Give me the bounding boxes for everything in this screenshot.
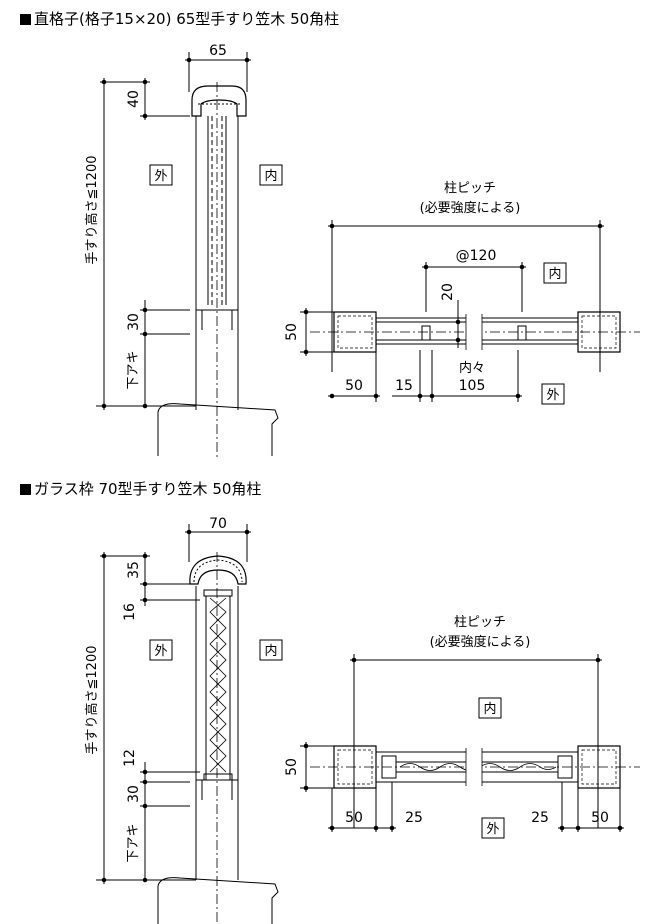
s1-inner-label: 内々 bbox=[459, 360, 485, 376]
s1-pitch-label: 柱ピッチ bbox=[444, 181, 496, 196]
s2-cap-dim: 35 bbox=[126, 561, 142, 579]
s2-gap-label: 下アキ bbox=[126, 823, 141, 862]
s2-height-label: 手すり高さ≦1200 bbox=[84, 646, 100, 755]
s1-width-dim: 65 bbox=[209, 43, 227, 59]
section2-title: ガラス枠 70型手すり笠木 50角柱 bbox=[20, 478, 261, 499]
s1-bar-dim: 20 bbox=[440, 283, 456, 301]
s2-bottom-dim: 30 bbox=[126, 785, 142, 803]
s2-width-dim: 70 bbox=[209, 516, 227, 532]
s1-gap-label: 下アキ bbox=[126, 350, 141, 389]
s1-post-dim: 50 bbox=[284, 323, 300, 341]
s1-edge-dim: 15 bbox=[395, 378, 413, 394]
section1-side-view bbox=[96, 52, 283, 460]
section2-title-text: ガラス枠 70型手すり笠木 50角柱 bbox=[34, 480, 262, 498]
square-bullet-icon bbox=[20, 484, 31, 495]
s2-gap-left-dim: 25 bbox=[405, 810, 423, 826]
s2-plan-outside-label: 外 bbox=[486, 822, 499, 837]
section1-title-text: 直格子(格子15×20) 65型手すり笠木 50角柱 bbox=[34, 10, 340, 28]
s1-post-width-dim: 50 bbox=[345, 378, 363, 394]
s1-plan-outside-label: 外 bbox=[546, 388, 559, 403]
s2-outside-label: 外 bbox=[154, 644, 167, 659]
s2-gap1-dim: 16 bbox=[122, 603, 138, 621]
s1-outside-label: 外 bbox=[154, 169, 167, 184]
square-bullet-icon bbox=[20, 14, 31, 25]
s2-gap2-dim: 12 bbox=[122, 749, 138, 767]
s2-post-width-right-dim: 50 bbox=[591, 810, 609, 826]
section1-title: 直格子(格子15×20) 65型手すり笠木 50角柱 bbox=[20, 8, 339, 29]
s1-cap-dim: 40 bbox=[126, 90, 142, 108]
section2-plan-view bbox=[300, 654, 640, 839]
s1-plan-inside-label: 内 bbox=[548, 266, 561, 282]
s1-height-label: 手すり高さ≦1200 bbox=[84, 156, 100, 265]
s1-inner-dim: 105 bbox=[459, 378, 486, 394]
s2-inside-label: 内 bbox=[264, 643, 277, 659]
s1-pitch-note: (必要強度による) bbox=[420, 200, 521, 216]
s2-pitch-label: 柱ピッチ bbox=[454, 615, 506, 630]
s2-post-dim: 50 bbox=[284, 758, 300, 776]
s1-spacing-dim: @120 bbox=[456, 248, 497, 264]
s2-plan-inside-label: 内 bbox=[483, 701, 496, 717]
s2-gap-right-dim: 25 bbox=[531, 810, 549, 826]
s1-inside-label: 内 bbox=[264, 168, 277, 184]
s2-pitch-note: (必要強度による) bbox=[430, 634, 531, 650]
section2-side-view bbox=[96, 524, 283, 924]
section1-plan-view bbox=[300, 220, 640, 405]
s1-bottom-dim: 30 bbox=[126, 313, 142, 331]
s2-post-width-left-dim: 50 bbox=[345, 810, 363, 826]
